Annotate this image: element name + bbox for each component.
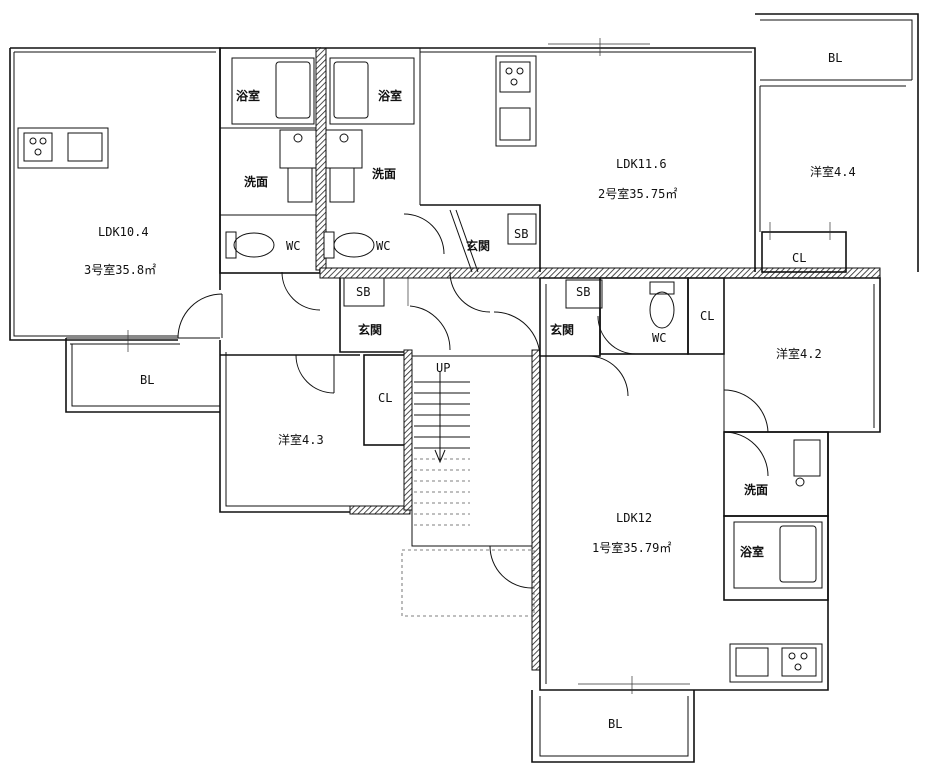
toilet-unit1 [649,281,675,329]
unit2-bl-label: BL [828,51,842,65]
unit2-yokushitsu-label: 浴室 [378,88,402,103]
unit3-bl-label: BL [140,373,154,387]
unit3-senmen-label: 洗面 [244,174,268,189]
labels: LDK10.4 3号室35.8㎡ BL 洋室4.3 CL 玄関 SB WC 洗面… [84,51,856,731]
unit3-number-label: 3号室35.8㎡ [84,262,156,277]
stair-up-label: UP [436,361,450,375]
balcony-unit3 [65,330,220,413]
unit-1 [493,277,881,763]
unit1-ldk-label: LDK12 [616,511,652,525]
unit3-yokushitsu-label: 浴室 [236,88,260,103]
unit3-wc-label: WC [286,239,300,253]
unit2-senmen-label: 洗面 [372,166,396,181]
unit2-wc-label: WC [376,239,390,253]
toilet-unit2 [323,231,375,259]
unit2-sb-label: SB [514,227,528,241]
unit3-cl-label: CL [378,391,392,405]
unit2-ldk-label: LDK11.6 [616,157,667,171]
bathtub-unit2 [329,57,415,125]
unit3-genkan-label: 玄関 [358,322,382,337]
unit1-yoshitsu-label: 洋室4.2 [776,346,822,361]
toilet-unit3 [225,231,275,259]
balcony-unit1 [531,676,695,763]
unit2-cl-label: CL [792,251,806,265]
unit2-yoshitsu-label: 洋室4.4 [810,164,856,179]
kitchen-counter-unit1 [729,643,823,683]
kitchen-counter-unit3 [17,127,109,169]
washbasin-unit2 [325,129,363,203]
unit1-wc-label: WC [652,331,666,345]
unit1-sb-label: SB [576,285,590,299]
unit2-number-label: 2号室35.75㎡ [598,186,677,201]
unit2-genkan-label: 玄関 [466,238,490,253]
unit1-bl-label: BL [608,717,622,731]
unit1-cl-label: CL [700,309,714,323]
bathtub-unit1 [733,521,823,589]
kitchen-counter-unit2 [495,55,537,147]
unit-2 [320,13,919,313]
unit-3 [9,47,451,515]
unit3-yoshitsu-label: 洋室4.3 [278,432,324,447]
washbasin-unit3 [279,129,317,203]
unit1-number-label: 1号室35.79㎡ [592,540,671,555]
unit1-yokushitsu-label: 浴室 [740,544,764,559]
unit1-genkan-label: 玄関 [550,322,574,337]
unit3-sb-label: SB [356,285,370,299]
staircase [401,355,535,617]
unit1-senmen-label: 洗面 [744,482,768,497]
washbasin-unit1 [793,439,821,487]
unit3-ldk-label: LDK10.4 [98,225,149,239]
bathtub-unit3 [231,57,315,125]
